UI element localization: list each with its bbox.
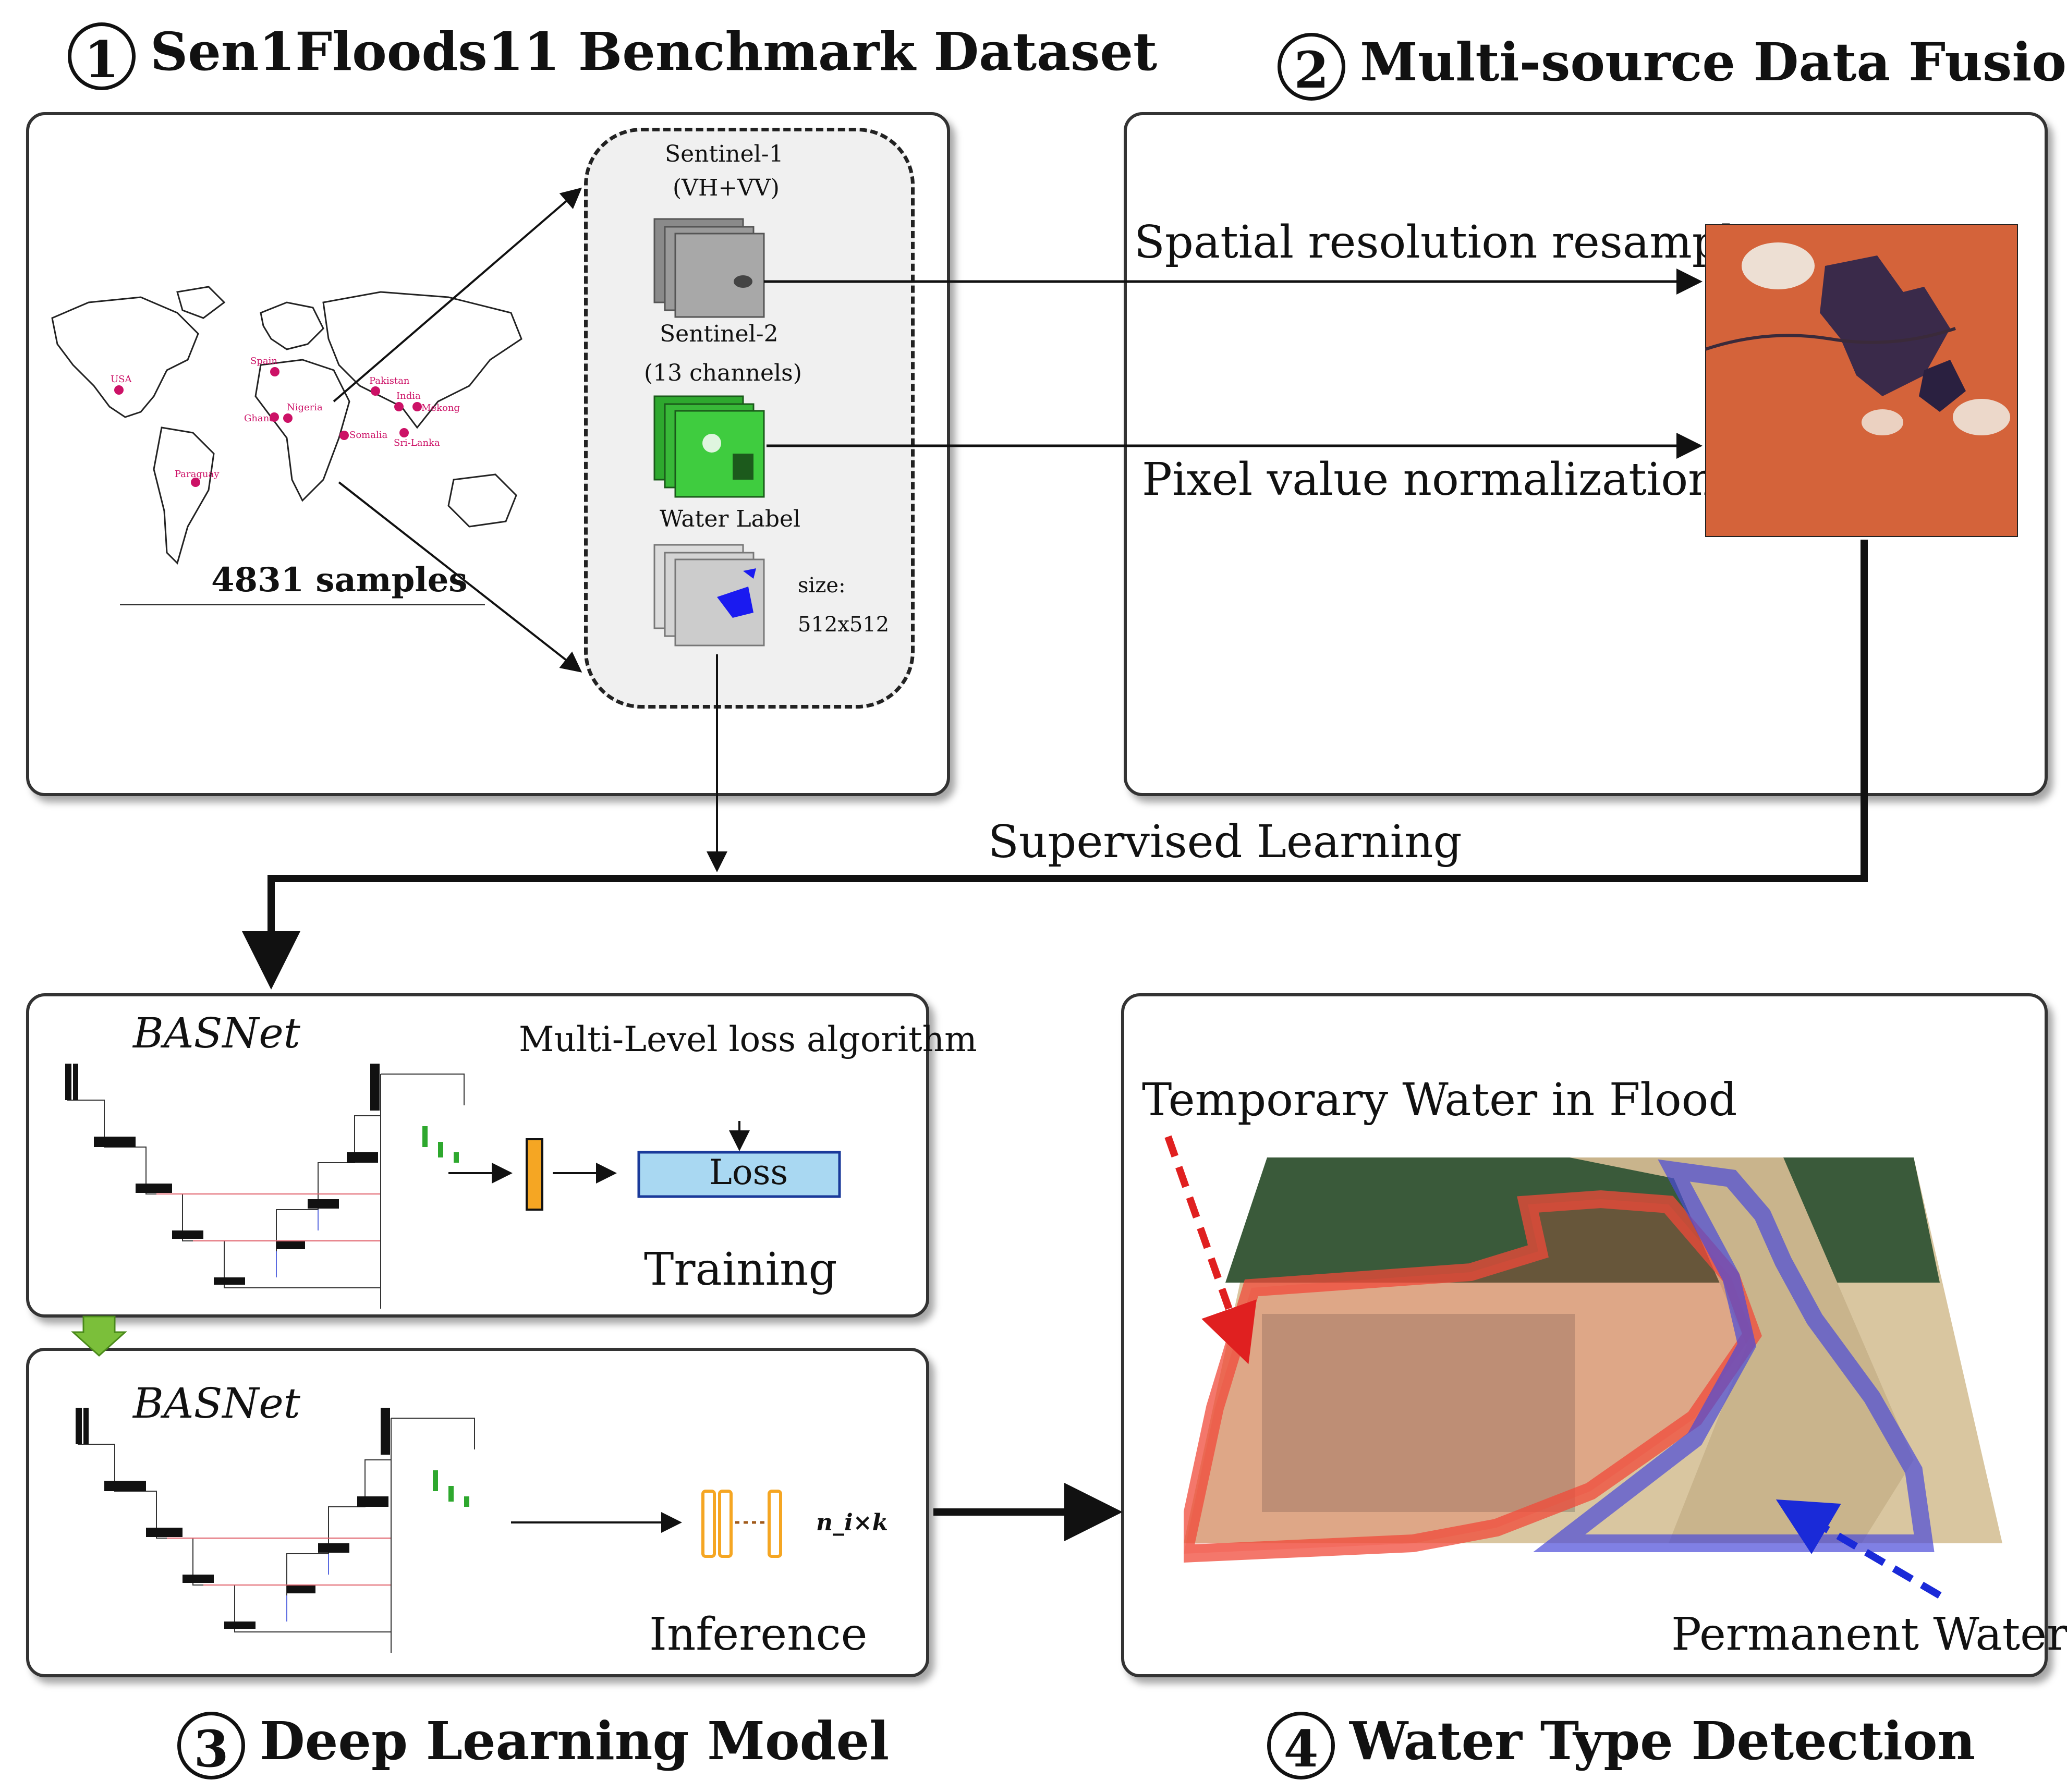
training-caption: Training (644, 1244, 837, 1296)
south-america-shape (153, 426, 215, 565)
size-value: 512x512 (798, 613, 890, 637)
australia-shape (447, 473, 517, 528)
fused-satellite-image (1705, 224, 2018, 537)
map-label-somalia: Somalia (349, 430, 387, 441)
supervised-learning-label: Supervised Learning (988, 816, 1462, 868)
training-network-diagram (65, 1064, 465, 1309)
temporary-water-label: Temporary Water in Flood (1142, 1074, 1737, 1126)
resampling-label: Spatial resolution resampling (1134, 216, 1807, 269)
loss-algorithm-label: Multi-Level loss algorithm (519, 1019, 977, 1059)
inference-flow (511, 1490, 782, 1558)
size-label: size: (798, 574, 846, 598)
sentinel2-stack (653, 395, 765, 498)
section-3-number: 3 (177, 1712, 245, 1780)
map-label-sri-lanka: Sri-Lanka (394, 437, 440, 448)
map-label-paraguay: Paraguay (175, 469, 220, 480)
sentinel2-bands: (13 channels) (644, 360, 802, 386)
sentinel2-label: Sentinel-2 (660, 321, 779, 347)
north-america-shape (51, 296, 199, 418)
section-4-number: 4 (1267, 1712, 1335, 1780)
sentinel1-stack (653, 218, 765, 318)
water-label-stack (653, 544, 765, 647)
flood-aerial-image (1184, 1157, 2002, 1563)
map-label-india: India (396, 391, 421, 401)
inference-panel (26, 1348, 929, 1677)
map-label-mekong: Mekong (421, 403, 460, 413)
inference-network-diagram (76, 1408, 475, 1653)
section-1-label: Sen1Floods11 Benchmark Dataset (150, 21, 1158, 82)
loss-label: Loss (709, 1152, 788, 1192)
section-1-number: 1 (68, 22, 136, 91)
feature-bar (526, 1138, 543, 1211)
sentinel1-label: Sentinel-1 (665, 141, 784, 167)
section-3-label: Deep Learning Model (260, 1710, 890, 1772)
permanent-water-label: Permanent Water (1671, 1608, 2067, 1661)
greenland-shape (176, 286, 226, 319)
sentinel1-bands: (VH+VV) (673, 175, 780, 201)
section-2-label: Multi-source Data Fusion (1360, 31, 2067, 93)
training-flow (448, 1121, 841, 1211)
output-dims-label: n_i×k (816, 1509, 889, 1536)
map-label-nigeria: Nigeria (287, 402, 323, 413)
asia-shape (322, 291, 522, 429)
map-label-ghana: Ghana (244, 413, 275, 424)
water-label-title: Water Label (660, 506, 801, 532)
loss-box (637, 1151, 841, 1198)
inference-model-name: BASNet (133, 1379, 300, 1428)
map-label-spain: Spain (250, 356, 277, 367)
section-2-number: 2 (1278, 33, 1345, 101)
inference-caption: Inference (649, 1608, 868, 1661)
map-label-pakistan: Pakistan (369, 375, 410, 386)
africa-shape (254, 359, 350, 502)
normalization-label: Pixel value normalization (1142, 454, 1717, 506)
detection-pointers (1164, 1135, 1942, 1599)
world-map: USA Spain Pakistan India Nigeria Ghana M… (51, 286, 522, 605)
training-model-name: BASNet (133, 1009, 300, 1057)
map-label-usa: USA (111, 374, 132, 385)
section-4-label: Water Type Detection (1349, 1710, 1976, 1772)
permanent-water-outline (1533, 1159, 1935, 1552)
samples-label: 4831 samples (211, 560, 468, 600)
europe-shape (260, 301, 324, 350)
